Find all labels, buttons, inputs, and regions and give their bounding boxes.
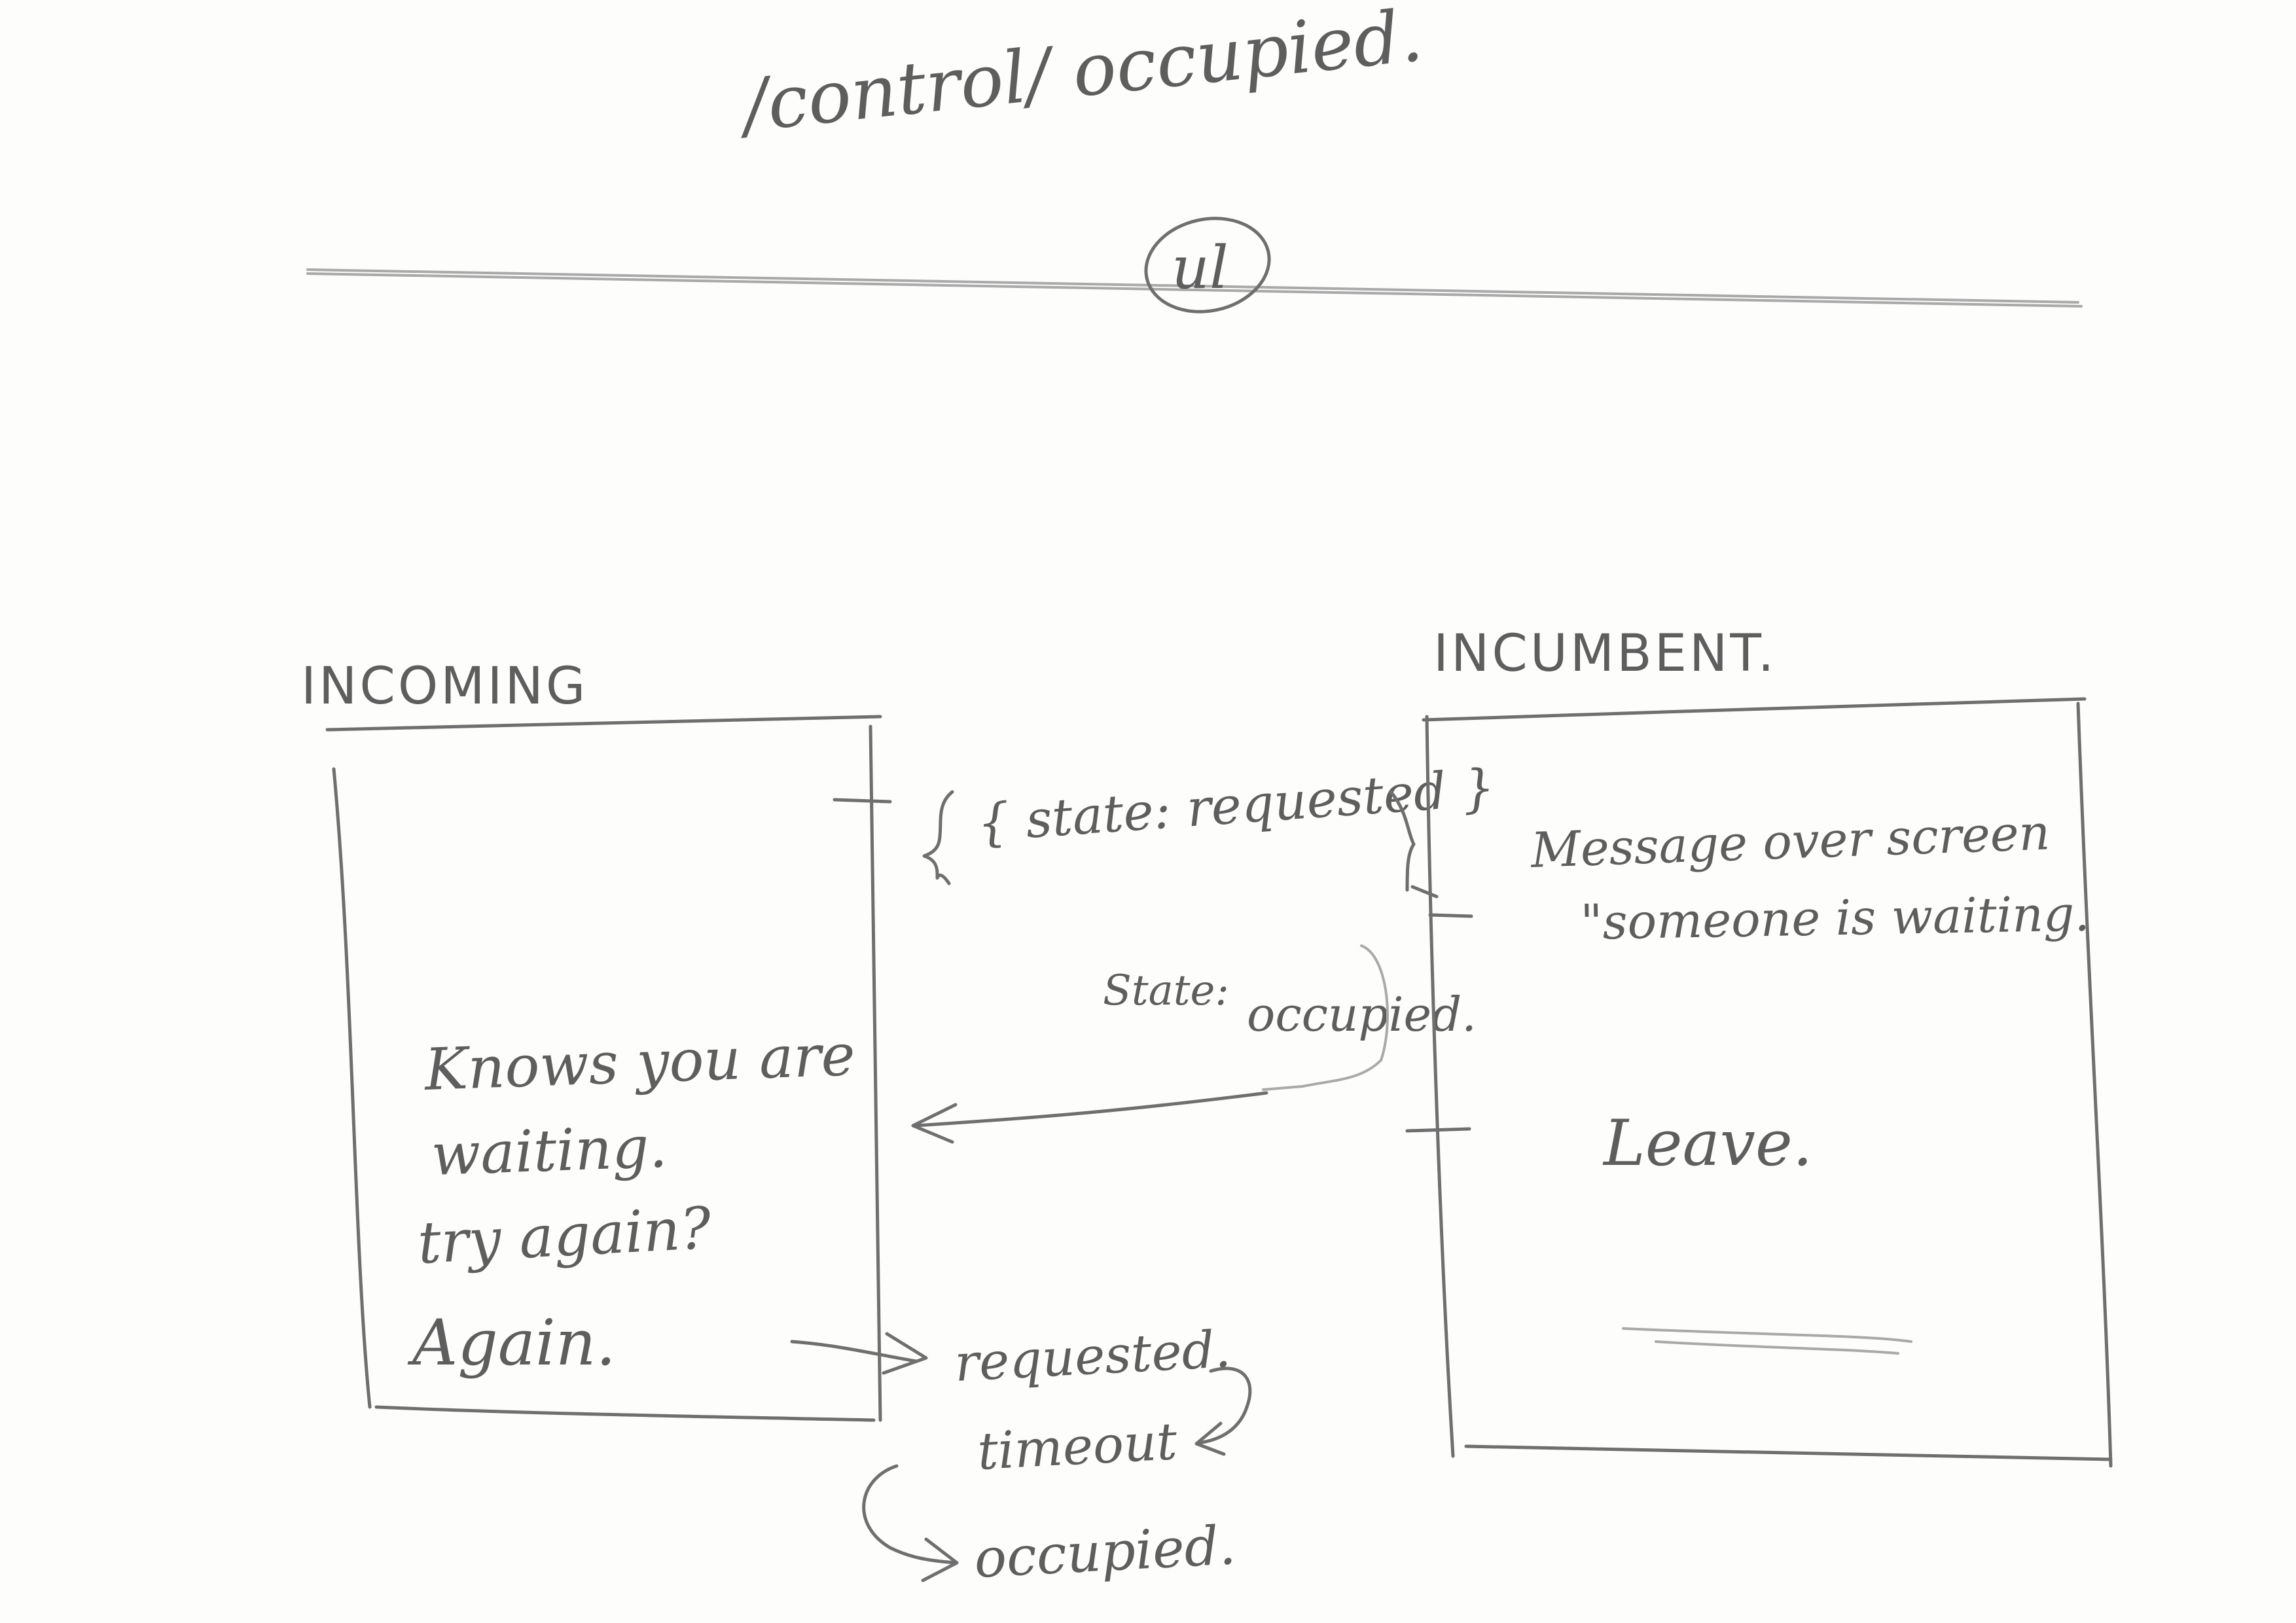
incoming-screen-frame — [325, 715, 882, 1422]
seq-requested: requested. — [953, 1320, 1232, 1393]
requested-message: { state: requested } — [975, 758, 1497, 853]
incoming-line-3: try again? — [416, 1194, 713, 1277]
again-arrow — [790, 1332, 928, 1375]
requested-timeout-loop-arrow — [1194, 1366, 1252, 1456]
close-brace — [1389, 790, 1416, 892]
seq-occupied: occupied. — [973, 1514, 1237, 1590]
incumbent-timeline-tick-1 — [1428, 913, 1473, 918]
header-circle-label: ul — [1172, 234, 1229, 302]
request-arrow — [1410, 885, 1439, 899]
leave-button[interactable]: Leave. — [1602, 1107, 1812, 1180]
page-title: /control/ occupied. — [733, 0, 1426, 149]
incumbent-message-line-2: "someone is waiting. — [1580, 885, 2090, 951]
incumbent-message-line-1: Message over screen — [1529, 804, 2051, 879]
incumbent-screen-frame — [1422, 697, 2113, 1468]
incoming-line-1: Knows you are — [422, 1021, 856, 1103]
incoming-timeline-tick — [833, 798, 892, 804]
timeout-occupied-loop-arrow — [862, 1464, 959, 1582]
incumbent-faint-line — [1622, 1327, 1912, 1355]
occupied-reply-arrow — [911, 1091, 1268, 1144]
incoming-heading: INCOMING — [301, 657, 588, 716]
open-brace — [922, 790, 954, 885]
seq-timeout: timeout — [976, 1412, 1179, 1482]
header-circle-icon — [1144, 217, 1271, 313]
incumbent-timeline-tick-2 — [1405, 1127, 1471, 1133]
again-button[interactable]: Again. — [407, 1306, 616, 1380]
incumbent-heading: INCUMBENT. — [1433, 624, 1777, 683]
occupied-state-value: occupied. — [1247, 987, 1477, 1042]
incoming-line-2: waiting. — [430, 1113, 668, 1188]
occupied-state-label: State: — [1103, 967, 1229, 1015]
occupied-bracket — [1262, 944, 1389, 1091]
